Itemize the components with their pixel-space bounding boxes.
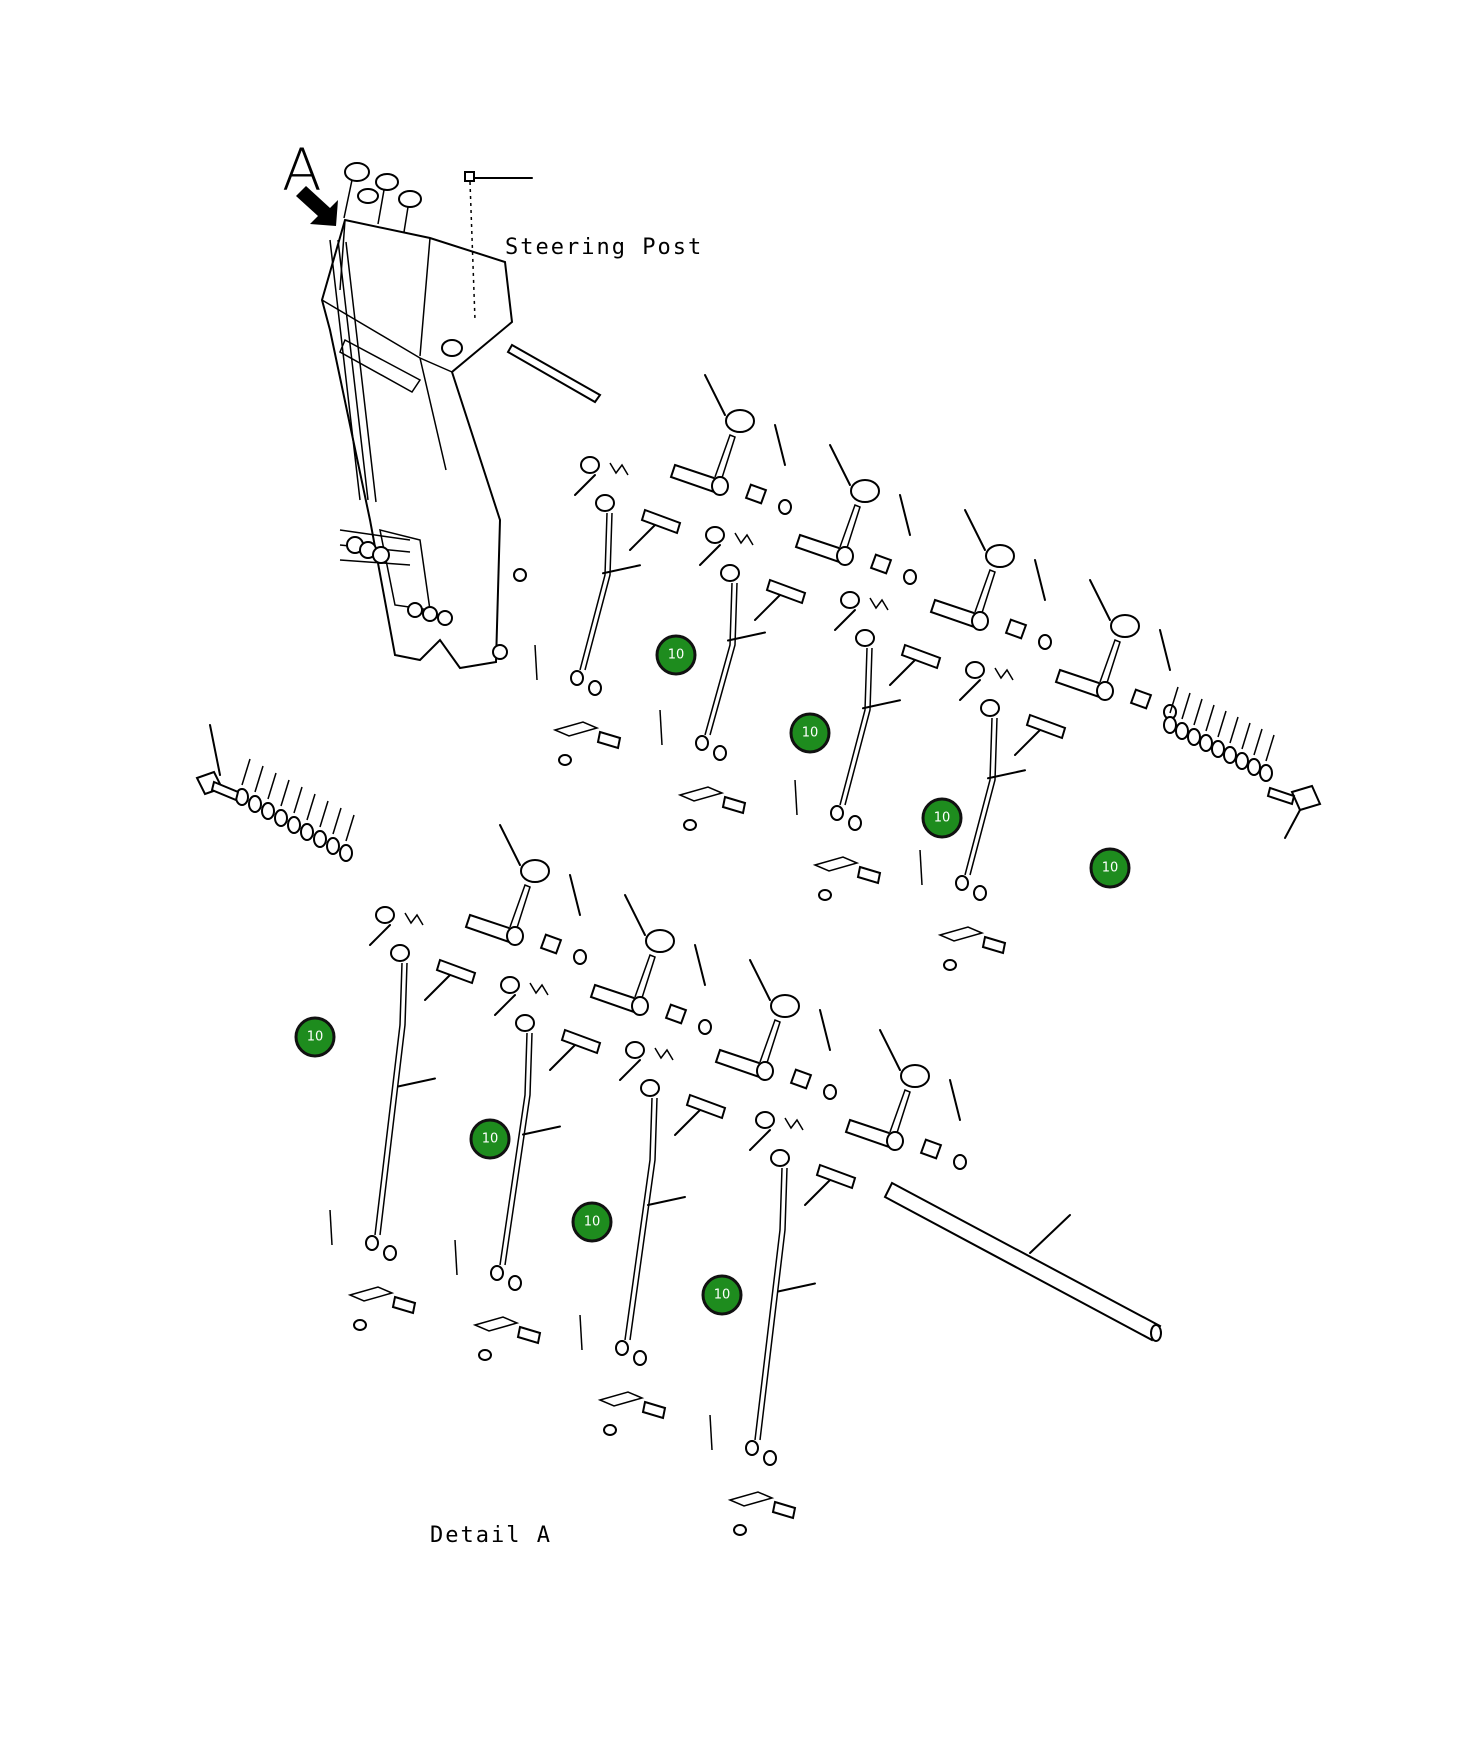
svg-text:10: 10 xyxy=(934,811,951,826)
washer-stack xyxy=(235,758,355,862)
linkage-unit xyxy=(919,579,1177,971)
svg-text:10: 10 xyxy=(668,648,685,663)
main-shaft xyxy=(883,1181,1162,1342)
svg-text:10: 10 xyxy=(1102,861,1119,876)
linkage-unit xyxy=(454,894,712,1361)
svg-text:10: 10 xyxy=(584,1215,601,1230)
right-bolt-stack xyxy=(1266,784,1322,839)
upper-linkage-bank xyxy=(534,374,1275,971)
lower-linkage-bank xyxy=(235,758,967,1536)
detail-arrow-icon xyxy=(296,186,338,226)
svg-text:10: 10 xyxy=(482,1132,499,1147)
linkage-unit xyxy=(709,1029,967,1536)
svg-text:10: 10 xyxy=(307,1030,324,1045)
steering-post-label: Steering Post xyxy=(505,235,703,260)
linkage-unit xyxy=(794,509,1052,901)
linkage-unit xyxy=(579,959,837,1436)
callout-badge[interactable]: 10 xyxy=(469,1118,511,1160)
callout-group: 10 10 10 10 10 10 10 10 xyxy=(294,634,1131,1316)
callout-badge[interactable]: 10 xyxy=(789,712,831,754)
callout-badge[interactable]: 10 xyxy=(1089,847,1131,889)
linkage-unit xyxy=(534,374,792,766)
callout-badge[interactable]: 10 xyxy=(294,1016,336,1058)
callout-badge[interactable]: 10 xyxy=(655,634,697,676)
washer-stack xyxy=(1163,686,1275,782)
steering-post-assembly: A Steering Post xyxy=(282,136,703,670)
linkage-unit xyxy=(329,824,587,1331)
svg-text:10: 10 xyxy=(802,726,819,741)
detail-a-label: Detail A xyxy=(430,1523,552,1548)
callout-badge[interactable]: 10 xyxy=(921,797,963,839)
callout-badge[interactable]: 10 xyxy=(701,1274,743,1316)
left-bolt-stack xyxy=(195,724,240,802)
callout-badge[interactable]: 10 xyxy=(571,1201,613,1243)
linkage-unit xyxy=(659,444,917,831)
svg-text:10: 10 xyxy=(714,1288,731,1303)
